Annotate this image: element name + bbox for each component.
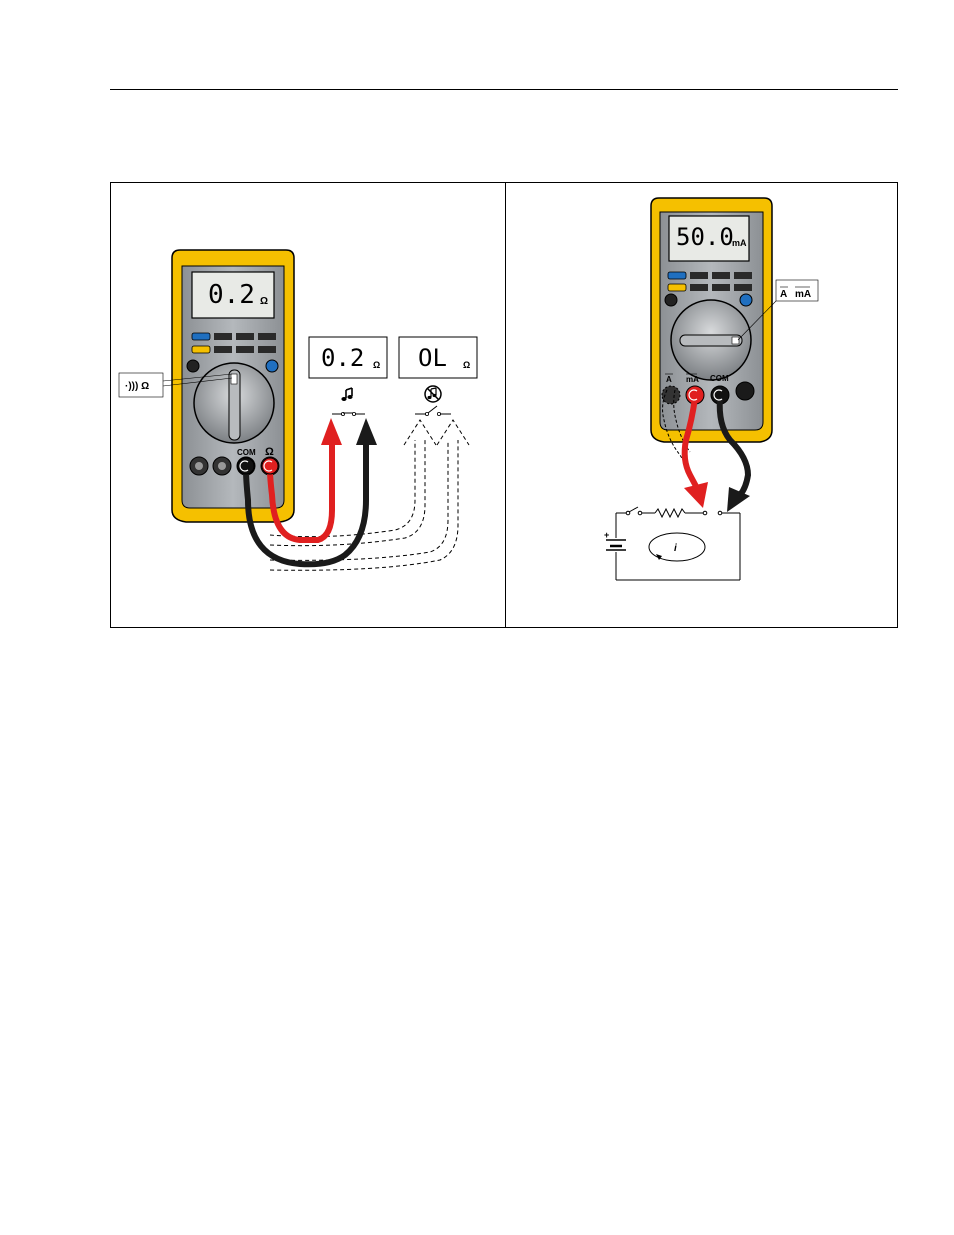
closed-display-unit: Ω <box>373 360 380 370</box>
open-display-value: OL <box>418 344 447 372</box>
right-black-lead-arrow <box>727 487 750 512</box>
open-switch-icon <box>415 406 451 416</box>
right-red-lead-arrow <box>684 482 708 508</box>
right-jack-com-label: COM <box>710 374 729 383</box>
left-meter-reading: 0.2 <box>208 280 255 310</box>
muted-note-icon <box>425 386 441 402</box>
closed-display-value: 0.2 <box>321 344 364 372</box>
left-knob-callout-text: ·))) Ω <box>125 381 149 392</box>
right-knob-callout-a: A <box>780 289 787 300</box>
left-jack-com-label: COM <box>237 448 256 457</box>
test-circuit <box>606 507 740 580</box>
open-display-unit: Ω <box>463 360 470 370</box>
music-note-icon <box>341 388 352 401</box>
right-meter-reading: 50.0 <box>676 223 734 251</box>
right-jack-a-label: A <box>666 375 672 384</box>
left-black-lead-arrow <box>356 418 377 445</box>
left-meter-unit: Ω <box>260 296 268 307</box>
closed-switch-icon <box>332 412 365 415</box>
current-symbol: i <box>674 543 677 554</box>
left-red-lead-arrow <box>321 418 342 445</box>
battery-plus-label: + <box>604 530 609 540</box>
left-jack-ohm-label: Ω <box>265 446 274 458</box>
right-knob-callout-ma: mA <box>795 289 811 300</box>
right-meter-unit: mA <box>732 238 747 248</box>
right-jack-ma-label: mA <box>686 375 699 384</box>
